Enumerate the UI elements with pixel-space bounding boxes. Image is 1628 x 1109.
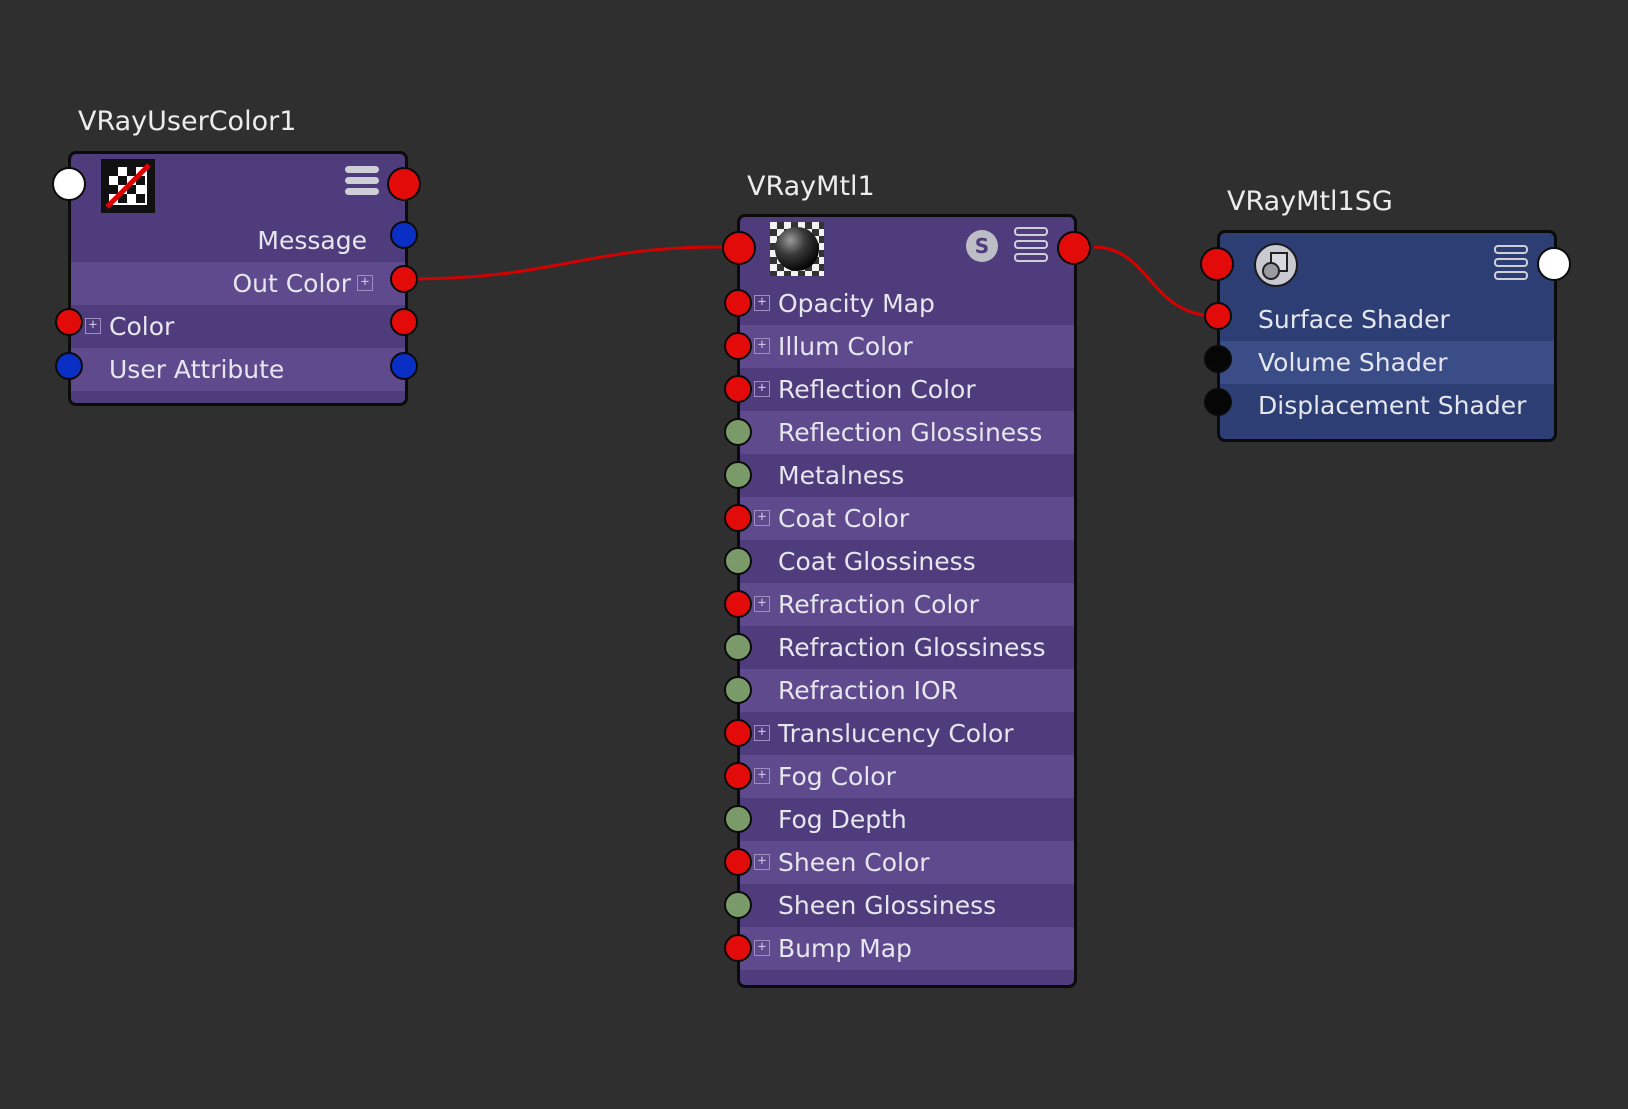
attr-row-reflection-color[interactable]: +Reflection Color [740,368,1074,411]
node-vraymtl1sg[interactable]: Surface Shader Volume Shader Displacemen… [1217,230,1557,442]
reflection-color-input-plug[interactable] [724,375,752,403]
node-menu-icon[interactable] [1494,245,1528,284]
attr-row-displacement-shader[interactable]: Displacement Shader [1258,391,1527,420]
wire-outcolor-to-vraymtl[interactable] [405,245,723,281]
node-output-plug[interactable] [1057,231,1091,265]
color-input-plug[interactable] [55,308,83,336]
expand-icon[interactable]: + [754,768,770,784]
attr-row-refraction-ior[interactable]: Refraction IOR [740,669,1074,712]
attr-row-message[interactable]: Message [257,226,367,255]
expand-icon[interactable]: + [85,318,101,334]
attr-row-reflection-glossiness[interactable]: Reflection Glossiness [740,411,1074,454]
attr-row-out-color[interactable]: Out Color + [71,262,405,305]
opacity-map-input-plug[interactable] [724,289,752,317]
attr-row-metalness[interactable]: Metalness [778,461,905,490]
node-input-plug[interactable] [1200,247,1234,281]
attr-row-illum-color[interactable]: +Illum Color [740,325,1074,368]
attr-row-sheen-glossiness[interactable]: Sheen Glossiness [778,891,997,920]
expand-icon[interactable]: + [754,940,770,956]
attr-row-refraction-color[interactable]: +Refraction Color [740,583,1074,626]
fog-depth-input-plug[interactable] [724,805,752,833]
attr-row-coat-glossiness[interactable]: Coat Glossiness [778,547,976,576]
expand-icon[interactable]: + [754,725,770,741]
color-output-plug[interactable] [390,308,418,336]
fog-color-input-plug[interactable] [724,762,752,790]
attr-row-sheen-color[interactable]: +Sheen Color [740,841,1074,884]
translucency-color-input-plug[interactable] [724,719,752,747]
node-menu-icon[interactable] [1014,227,1048,266]
expand-icon[interactable]: + [754,295,770,311]
node-input-plug[interactable] [52,167,86,201]
refraction-color-input-plug[interactable] [724,590,752,618]
attr-row-surface-shader[interactable]: Surface Shader [1258,305,1450,334]
attr-row-translucency-color[interactable]: +Translucency Color [740,712,1074,755]
expand-icon[interactable]: + [754,510,770,526]
user-color-swatch-icon [101,159,155,213]
node-vrayusercolor1[interactable]: Message Out Color + + Color User Attribu… [68,151,408,406]
expand-icon[interactable]: + [754,596,770,612]
attr-row-coat-color[interactable]: +Coat Color [740,497,1074,540]
refraction-glossiness-input-plug[interactable] [724,633,752,661]
node-output-plug[interactable] [1537,247,1571,281]
expand-icon[interactable]: + [754,381,770,397]
metalness-input-plug[interactable] [724,461,752,489]
attr-row-volume-shader[interactable]: Volume Shader [1220,341,1554,384]
node-output-plug[interactable] [387,167,421,201]
node-title-vraymtl1[interactable]: VRayMtl1 [747,171,875,202]
node-menu-icon[interactable] [345,166,379,199]
attr-row-refraction-glossiness[interactable]: Refraction Glossiness [778,633,1046,662]
sheen-glossiness-input-plug[interactable] [724,891,752,919]
attr-row-fog-depth[interactable]: Fog Depth [778,805,907,834]
bump-map-input-plug[interactable] [724,934,752,962]
expand-icon[interactable]: + [754,854,770,870]
volume-shader-input-plug[interactable] [1204,345,1232,373]
reflection-glossiness-input-plug[interactable] [724,418,752,446]
illum-color-input-plug[interactable] [724,332,752,360]
node-vraymtl1[interactable]: S +Opacity Map+Illum Color+Reflection Co… [737,214,1077,988]
coat-color-input-plug[interactable] [724,504,752,532]
wire-vraymtl-to-surface-shader[interactable] [1093,245,1217,318]
expand-icon[interactable]: + [754,338,770,354]
sheen-color-input-plug[interactable] [724,848,752,876]
s-badge-icon[interactable]: S [966,230,998,262]
attr-row-fog-color[interactable]: +Fog Color [740,755,1074,798]
out-color-output-plug[interactable] [390,265,418,293]
message-output-plug[interactable] [390,221,418,249]
shading-group-icon [1254,243,1298,287]
attr-row-bump-map[interactable]: +Bump Map [740,927,1074,970]
node-title-vrayusercolor1[interactable]: VRayUserColor1 [78,106,297,137]
attr-row-opacity-map[interactable]: +Opacity Map [740,282,1074,325]
node-title-vraymtl1sg[interactable]: VRayMtl1SG [1227,186,1393,217]
refraction-ior-input-plug[interactable] [724,676,752,704]
surface-shader-input-plug[interactable] [1204,302,1232,330]
expand-icon[interactable]: + [357,275,373,291]
attr-row-user-attribute[interactable]: User Attribute [71,348,405,391]
node-input-plug[interactable] [722,231,756,265]
coat-glossiness-input-plug[interactable] [724,547,752,575]
user-attribute-input-plug[interactable] [55,352,83,380]
material-swatch-icon [770,222,824,276]
attr-row-color[interactable]: + Color [71,305,405,348]
user-attribute-output-plug[interactable] [390,352,418,380]
displacement-shader-input-plug[interactable] [1204,388,1232,416]
